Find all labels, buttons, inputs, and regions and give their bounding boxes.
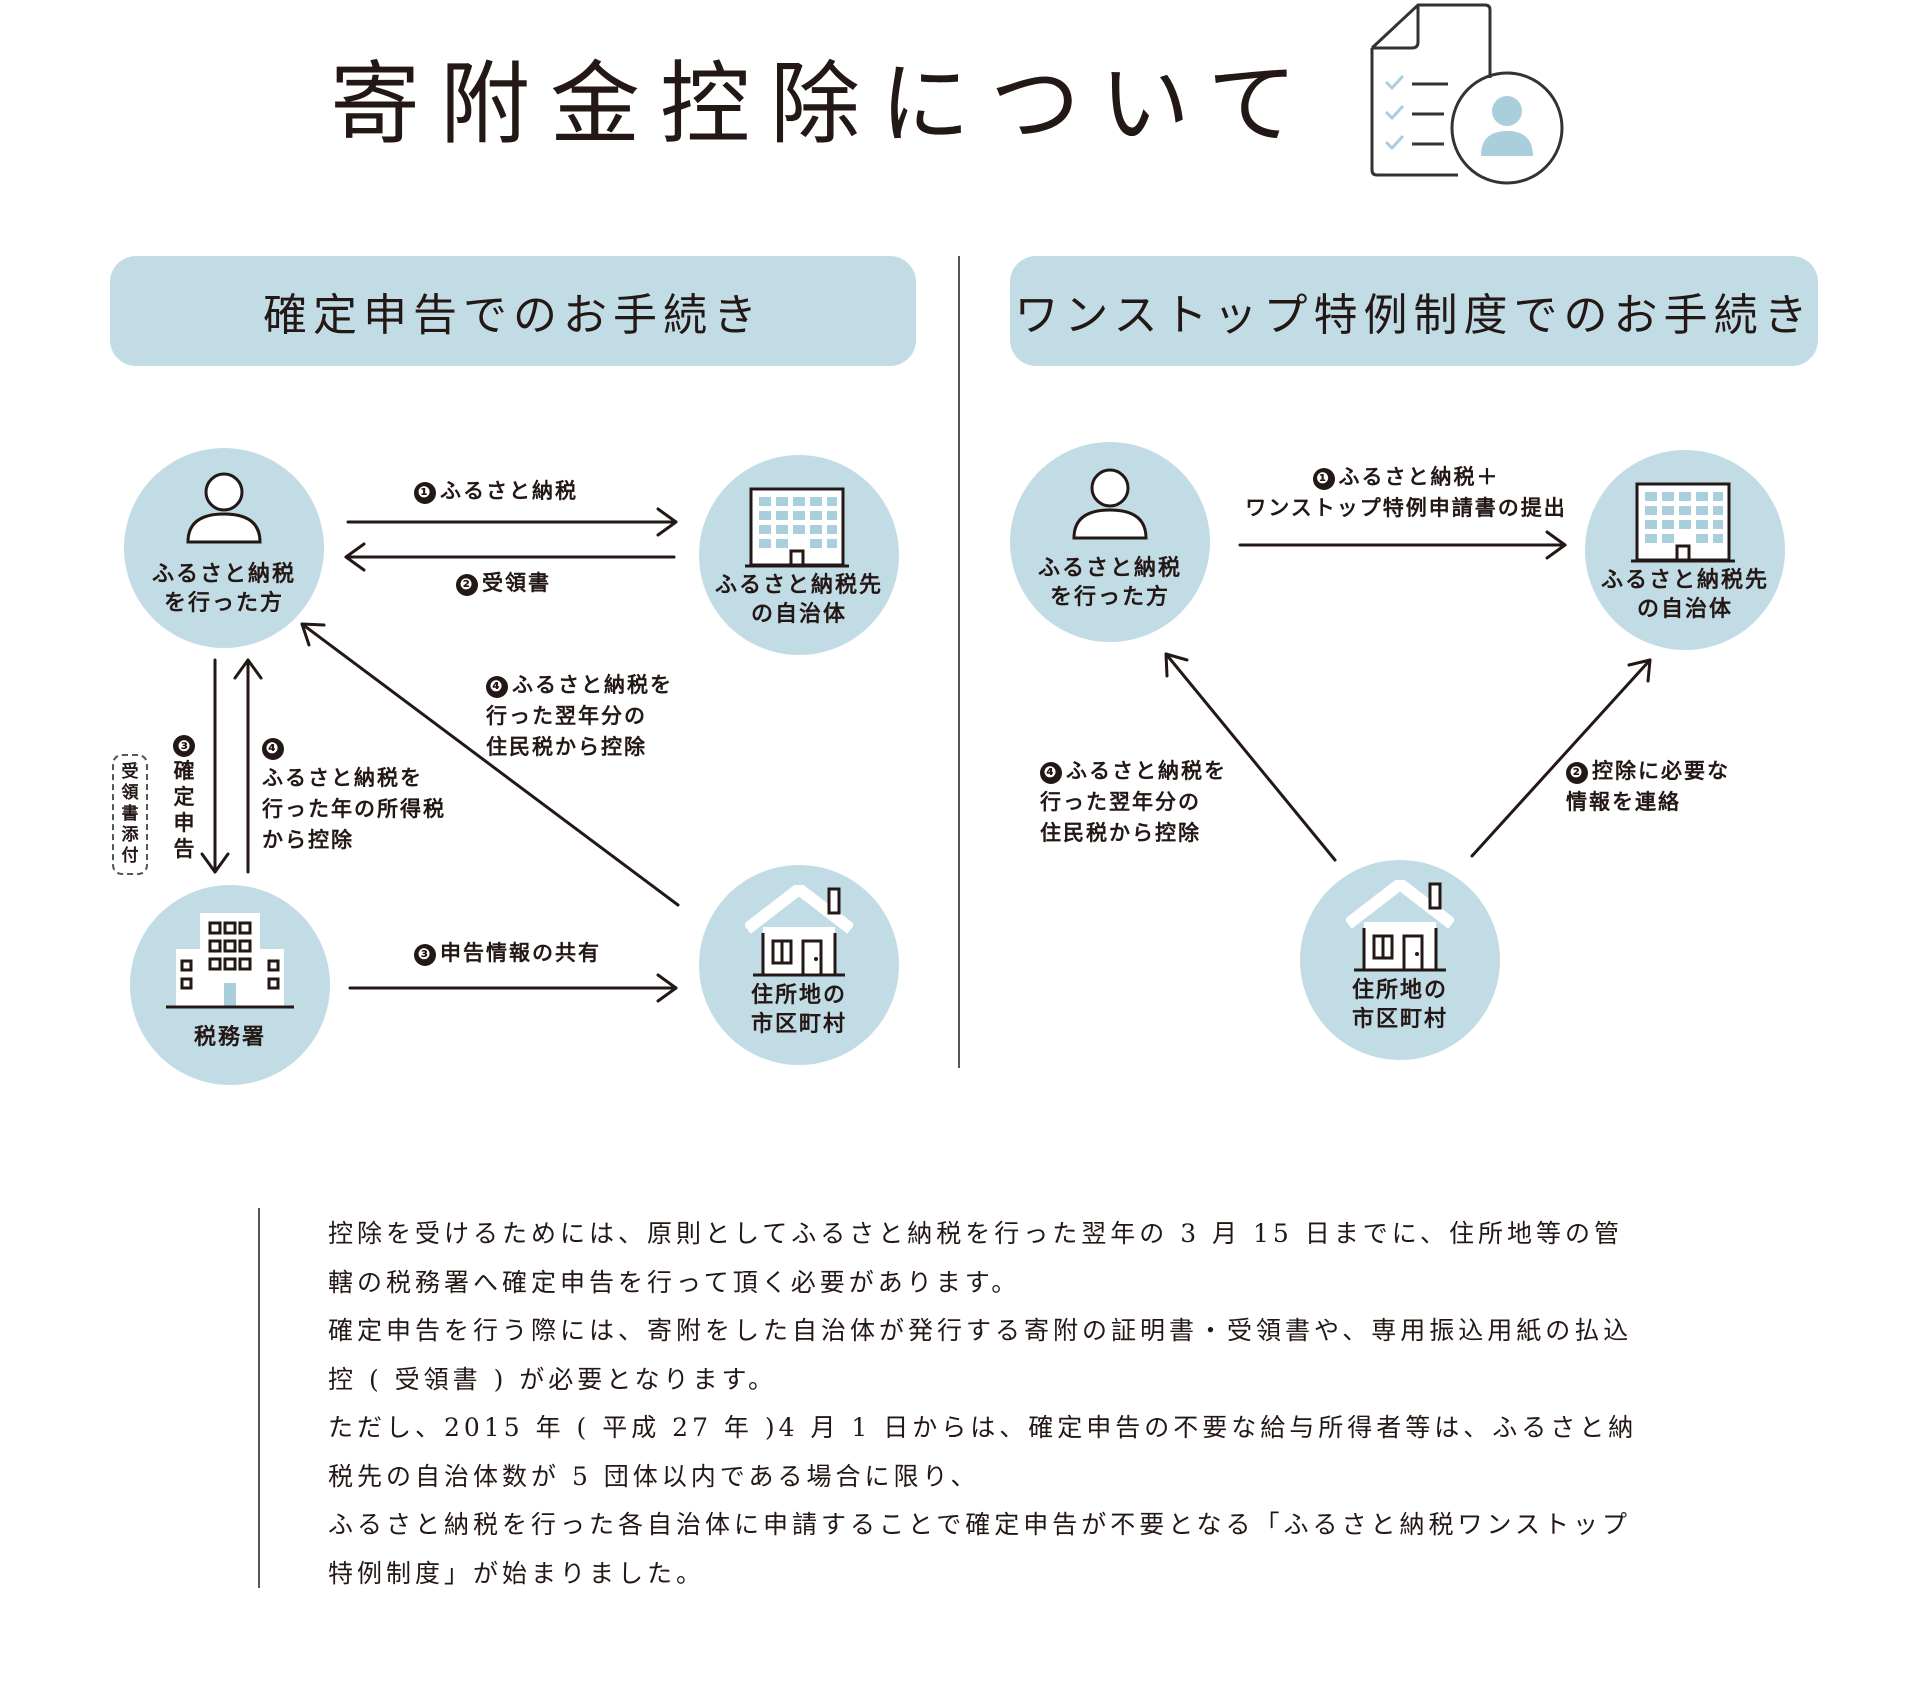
arrow-resident-tax-deduction-right <box>1164 652 1337 862</box>
step-1-badge: ❶ <box>414 481 436 504</box>
arrow-deduction-info <box>1470 658 1652 858</box>
body-paragraph: 確定申告を行う際には、寄附をした自治体が発行する寄附の証明書・受領書や、専用振込… <box>328 1316 1633 1394</box>
left-panel-heading: 確定申告でのお手続き <box>110 256 916 366</box>
page-title: 寄附金控除について <box>330 52 1318 157</box>
step-3-badge: ❸ <box>414 943 436 966</box>
arrow-onestop-application <box>1238 530 1567 560</box>
step-2-badge: ❷ <box>456 573 478 596</box>
node-tax-office: 税務署 <box>130 885 330 1085</box>
body-paragraph: ただし、2015 年 ( 平成 27 年 )4 月 1 日からは、確定申告の不要… <box>328 1413 1638 1491</box>
arrow-tax-return <box>200 658 230 874</box>
step-3-badge: ❸ <box>173 735 195 757</box>
body-text: 控除を受けるためには、原則としてふるさと納税を行った翌年の 3 月 15 日まで… <box>328 1210 1638 1598</box>
arrow-info-share <box>348 973 678 1003</box>
node-residence-right: 住所地の 市区町村 <box>1300 860 1500 1060</box>
step-4-badge: ❹ <box>1040 761 1062 784</box>
label-tax-return: ❸ 確 定 申 告 <box>173 735 195 861</box>
node-person-right: ふるさと納税 を行った方 <box>1010 442 1210 642</box>
house-icon <box>1346 880 1454 972</box>
node-person-left: ふるさと納税 を行った方 <box>124 448 324 648</box>
node-person-right-label: ふるさと納税 を行った方 <box>1037 556 1182 610</box>
node-municipality-right-label: ふるさと納税先 の自治体 <box>1600 568 1769 622</box>
panel-divider <box>958 256 960 1068</box>
body-paragraph: ふるさと納税を行った各自治体に申請することで確定申告が不要となる「ふるさと納税ワ… <box>328 1510 1632 1588</box>
check-icon <box>1384 74 1405 151</box>
person-icon <box>1072 468 1148 540</box>
node-person-left-label: ふるさと納税 を行った方 <box>151 562 296 616</box>
step-4-badge: ❹ <box>262 737 284 760</box>
office-building-icon <box>1631 482 1735 563</box>
step-1-badge: ❶ <box>1312 467 1335 490</box>
arrow-income-tax-deduction <box>233 658 263 874</box>
right-panel-heading: ワンストップ特例制度でのお手続き <box>1010 256 1818 366</box>
node-municipality-left-label: ふるさと納税先 の自治体 <box>714 573 883 627</box>
node-tax-office-label: 税務署 <box>193 1025 266 1050</box>
tax-office-building-icon <box>166 913 294 1009</box>
node-municipality-left: ふるさと納税先 の自治体 <box>699 455 899 655</box>
node-residence-right-label: 住所地の 市区町村 <box>1351 978 1448 1032</box>
node-residence-left: 住所地の 市区町村 <box>699 865 899 1065</box>
label-receipt-attached: 受 領 書 添 付 <box>112 754 148 875</box>
document-checklist-icon <box>1370 3 1564 185</box>
arrow-receipt <box>344 542 676 572</box>
office-building-icon <box>745 487 849 568</box>
step-4-badge: ❹ <box>486 675 508 698</box>
arrow-resident-tax-deduction-left <box>300 622 680 907</box>
arrow-furusato-payment <box>346 507 678 537</box>
house-icon <box>745 885 853 977</box>
person-icon <box>186 472 262 544</box>
body-paragraph: 控除を受けるためには、原則としてふるさと納税を行った翌年の 3 月 15 日まで… <box>328 1219 1624 1297</box>
body-text-bar <box>258 1208 260 1588</box>
step-2-badge: ❷ <box>1566 761 1588 784</box>
node-municipality-right: ふるさと納税先 の自治体 <box>1585 450 1785 650</box>
node-residence-left-label: 住所地の 市区町村 <box>750 983 847 1037</box>
